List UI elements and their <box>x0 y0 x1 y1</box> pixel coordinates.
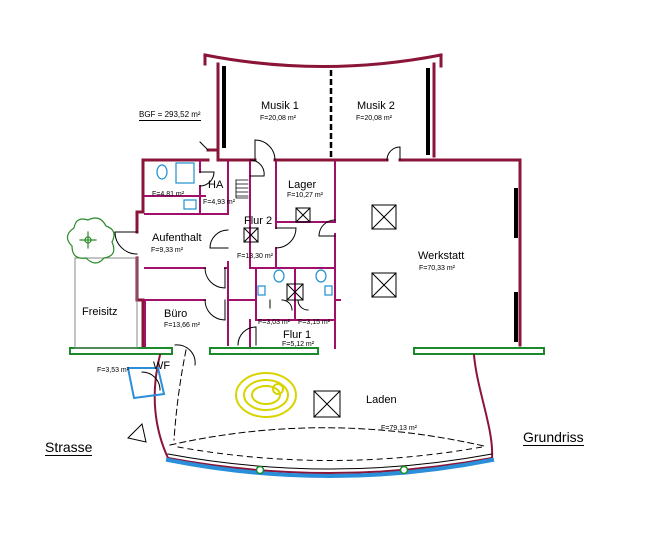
room-flur2-area: F=13,30 m² <box>237 253 273 260</box>
room-musik2-name: Musik 2 <box>357 100 395 112</box>
room-musik1-name: Musik 1 <box>261 100 299 112</box>
room-musik1-area: F=20,08 m² <box>260 115 296 122</box>
room-laden-area: F=79,13 m² <box>381 425 417 432</box>
room-aufenthalt-name: Aufenthalt <box>152 232 202 244</box>
room-ha-name: HA <box>208 179 224 191</box>
stair <box>235 179 249 199</box>
room-buero-name: Büro <box>164 308 188 320</box>
floor-pattern <box>235 372 297 418</box>
room-laden-name: Laden <box>366 394 397 406</box>
room-wc-top-area: F=4,81 m² <box>152 191 185 198</box>
room-wf-name: WF <box>153 360 171 372</box>
plan-title: Grundriss <box>523 429 584 446</box>
exterior-walls <box>135 53 522 352</box>
room-flur2-name: Flur 2 <box>244 215 273 227</box>
room-lager-name: Lager <box>288 179 317 191</box>
room-werkstatt-name: Werkstatt <box>418 250 465 262</box>
room-lager-area: F=10,27 m² <box>287 192 323 199</box>
skylights <box>243 204 397 418</box>
north-arrow <box>127 423 147 443</box>
room-wc-b-area: F=3,15 m² <box>298 319 331 326</box>
room-freisitz-name: Freisitz <box>82 306 118 318</box>
room-werkstatt-area: F=70,33 m² <box>419 265 455 272</box>
room-wc-a-area: F=3,03 m² <box>258 319 291 326</box>
room-flur1-name: Flur 1 <box>283 329 312 341</box>
room-wf-area: F=3,53 m² <box>97 367 130 374</box>
room-musik2-area: F=20,08 m² <box>356 115 392 122</box>
room-flur1-area: F=5,12 m² <box>282 341 315 348</box>
wf-entrance <box>126 367 166 400</box>
sanitary-fixtures <box>156 162 333 296</box>
room-ha-area: F=4,93 m² <box>203 199 236 206</box>
room-aufenthalt-area: F=9,33 m² <box>151 247 184 254</box>
tree <box>66 217 115 264</box>
laden-facade <box>153 349 495 478</box>
bgf-label: BGF = 293,52 m² <box>139 110 201 121</box>
freisitz-frame <box>74 257 138 349</box>
door-swings <box>114 139 401 366</box>
room-buero-area: F=13,66 m² <box>164 322 200 329</box>
street-label: Strasse <box>45 439 93 456</box>
